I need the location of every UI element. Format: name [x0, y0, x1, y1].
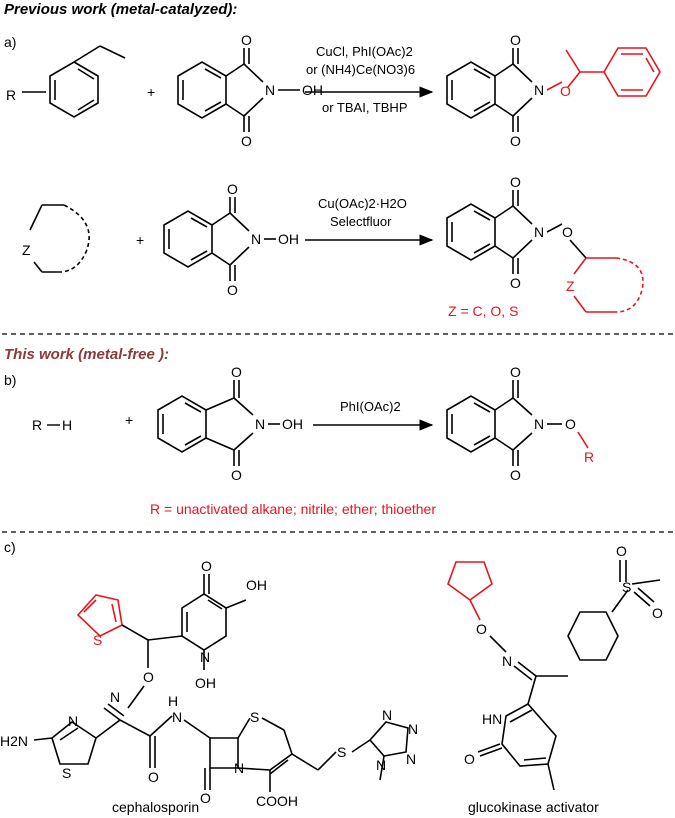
atom-o-amide: O [148, 769, 159, 785]
cyclic-z-substrate [29, 204, 90, 273]
atom-n-tetrazole-1: N [382, 707, 392, 723]
atom-oh-b: OH [282, 416, 303, 432]
glucokinase-core [477, 560, 661, 791]
condition-a2-line1: Cu(OAc)2·H2O [318, 196, 407, 211]
condition-a1-line3: or TBAI, TBHP [322, 100, 408, 115]
atom-n-pyridinone: N [200, 649, 210, 665]
atom-n-oxime-gk: N [502, 653, 512, 669]
atom-n-a2: N [251, 231, 261, 247]
atom-o-b-top: O [231, 364, 242, 380]
atom-n-a1p: N [534, 82, 544, 98]
atom-n-thiazole: N [68, 713, 78, 729]
atom-oh-pyridinone: OH [246, 577, 267, 593]
atom-s-thiazole: S [62, 765, 71, 781]
atom-o-bp-bottom: O [510, 467, 521, 483]
atom-o-pyridinone: O [201, 558, 212, 574]
nhpi-structure-a2 [163, 197, 276, 281]
atom-n-tetrazole-3: N [406, 751, 416, 767]
condition-a1-line2: or (NH4)Ce(NO3)6 [306, 62, 415, 77]
product-b-o-r-bond [577, 431, 589, 449]
atom-o-a2p-bottom: O [510, 275, 521, 291]
atom-oh-a1: OH [302, 82, 323, 98]
atom-n-a2p: N [534, 224, 544, 240]
atom-z-substrate: Z [22, 242, 31, 258]
atom-o-sulfonyl-2: O [652, 605, 663, 621]
product-a2-phthalimide [446, 190, 587, 274]
atom-o-a2p-ether: O [562, 224, 573, 240]
atom-o-a2-top: O [227, 181, 238, 197]
atom-o-oxime-ceph: O [143, 669, 154, 685]
caption-glucokinase: glucokinase activator [468, 799, 599, 815]
atom-oh-a2: OH [278, 231, 299, 247]
atom-o-sulfonyl-1: O [616, 543, 627, 559]
atom-z-product: Z [566, 278, 575, 294]
thiophene-ring [76, 594, 123, 637]
nhpi-structure-a1 [177, 48, 300, 132]
cyclopentyl-group [447, 561, 493, 621]
condition-a2-line2: Selectfluor [330, 214, 392, 229]
header-previous-work: Previous work (metal-catalyzed): [4, 1, 237, 18]
atom-o-a1-bottom: O [241, 133, 252, 149]
atom-o-a2-bottom: O [227, 282, 238, 298]
nhpi-structure-b [157, 380, 280, 466]
atom-r-product: R [584, 449, 594, 465]
product-a2-cyclic-group [573, 257, 644, 313]
atom-oh-n-pyridinone: OH [195, 675, 216, 691]
atom-n-oxime-ceph: N [110, 689, 120, 705]
caption-cephalosporin: cephalosporin [112, 799, 199, 815]
atom-o-lactam: O [200, 790, 211, 806]
atom-n-tetrazole-2: N [408, 721, 418, 737]
product-a1-benzylic-group [546, 47, 661, 97]
product-b-phthalimide [446, 380, 562, 466]
panel-label-c: c) [4, 539, 16, 555]
atom-cooh: COOH [256, 793, 298, 809]
cephalosporin-core [33, 703, 409, 792]
atom-n-bp: N [534, 416, 544, 432]
atom-hn-pyridone: HN [482, 711, 502, 727]
atom-n-lactam: N [234, 760, 244, 776]
plus-sign-a2: + [136, 232, 144, 248]
atom-h-amide: H [168, 693, 178, 709]
atom-r-substrate: R [32, 417, 42, 433]
r-definition-note: R = unactivated alkane; nitrile; ether; … [150, 501, 436, 517]
atom-o-a2p-top: O [510, 174, 521, 190]
atom-s-sulfonyl: S [622, 579, 631, 595]
atom-o-bp-top: O [510, 364, 521, 380]
atom-o-b-bottom: O [231, 467, 242, 483]
atom-n-b: N [255, 416, 265, 432]
ethylbenzene-structure [22, 45, 126, 118]
atom-n-tetrazole-4: N [376, 757, 386, 773]
atom-o-pyridone: O [464, 751, 475, 767]
atom-h2n-thiazole: H2N [0, 733, 28, 749]
atom-s-lactam: S [250, 709, 259, 725]
atom-n-amide: N [172, 709, 182, 725]
condition-b-line1: PhI(OAc)2 [340, 399, 401, 414]
r-substituent-label: R [6, 87, 16, 103]
atom-o-a1-top: O [241, 32, 252, 48]
atom-h-substrate: H [62, 417, 72, 433]
atom-o-oxime-gk: O [476, 621, 487, 637]
hydroxypyridinone-ring [121, 574, 247, 709]
condition-a1-line1: CuCl, PhI(OAc)2 [316, 44, 413, 59]
header-this-work: This work (metal-free ): [4, 346, 169, 363]
z-definition-note: Z = C, O, S [448, 303, 518, 319]
panel-label-b: b) [4, 372, 16, 388]
atom-s-thiophene: S [93, 632, 102, 648]
plus-sign-a1: + [147, 84, 155, 100]
atom-n-a1: N [265, 82, 275, 98]
atom-o-a1p-bottom: O [510, 133, 521, 149]
atom-o-a1p-ether: O [560, 83, 571, 99]
plus-sign-b: + [125, 412, 133, 428]
product-a1-phthalimide [446, 48, 533, 132]
atom-o-a1p-top: O [510, 32, 521, 48]
atom-o-bp-ether: O [565, 416, 576, 432]
atom-s-thioether: S [337, 744, 346, 760]
panel-label-a: a) [4, 34, 16, 50]
